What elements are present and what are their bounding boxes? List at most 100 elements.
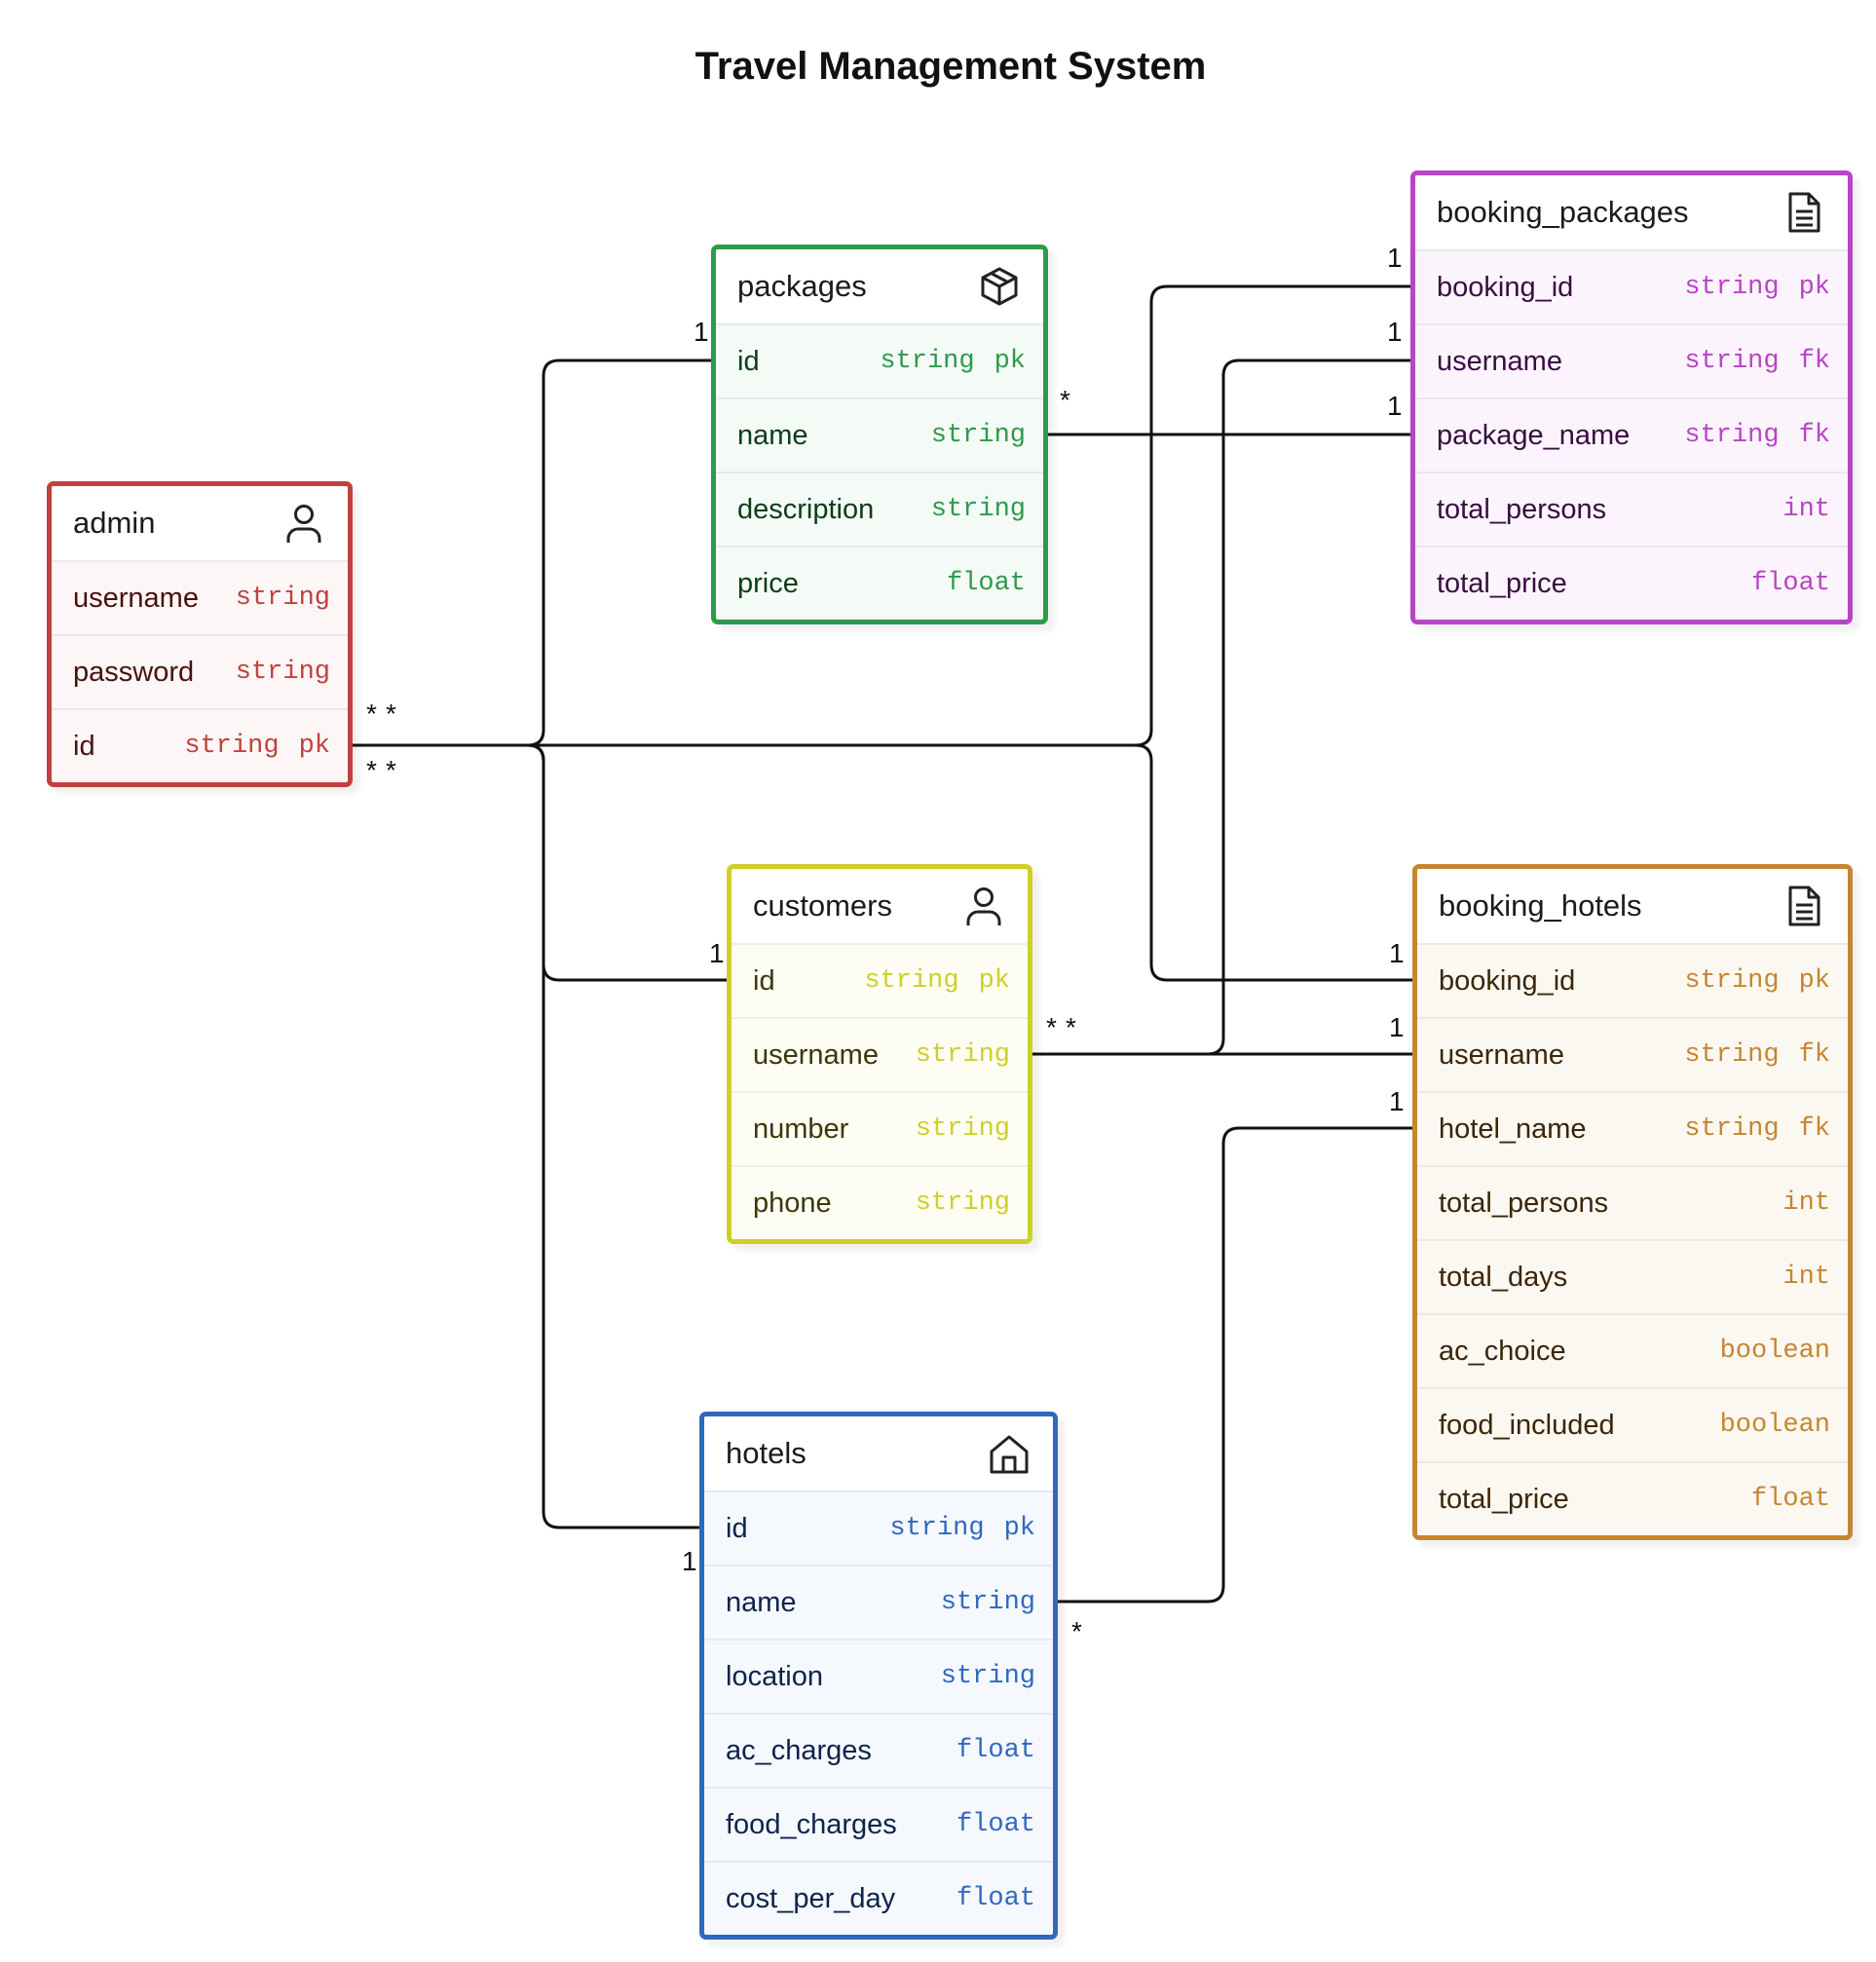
entity-name: packages <box>737 269 867 303</box>
field-type: string <box>236 584 330 613</box>
relationship-line <box>1053 1126 1417 1604</box>
field-type-label: string <box>889 1514 985 1543</box>
field-type: float <box>957 1884 1035 1913</box>
field-type: float <box>957 1810 1035 1839</box>
entity-name: booking_hotels <box>1439 888 1642 923</box>
entity-name: booking_packages <box>1437 195 1689 229</box>
field-name: cost_per_day <box>726 1882 896 1914</box>
field-type: int <box>1782 495 1830 524</box>
field-row-username[interactable]: username string <box>52 560 348 634</box>
field-name: total_price <box>1437 567 1567 599</box>
field-row-number[interactable]: number string <box>732 1091 1028 1165</box>
field-type: string <box>916 1040 1010 1070</box>
field-type-label: int <box>1782 495 1830 524</box>
field-name: username <box>753 1038 879 1071</box>
field-name: food_charges <box>726 1808 897 1840</box>
field-key-badge: fk <box>1798 347 1830 376</box>
field-row-total-price[interactable]: total_price float <box>1415 546 1848 620</box>
field-type-label: float <box>956 1810 1035 1839</box>
entity-name: admin <box>73 506 156 540</box>
field-type-label: string <box>1684 966 1780 996</box>
field-type-label: string <box>930 495 1026 524</box>
field-type-label: string <box>184 732 280 761</box>
field-key-badge: fk <box>1798 1040 1830 1070</box>
field-row-location[interactable]: location string <box>704 1639 1053 1713</box>
field-name: username <box>1439 1038 1564 1071</box>
field-type: boolean <box>1720 1337 1830 1366</box>
field-type-label: string <box>915 1114 1010 1144</box>
field-type: string <box>941 1588 1035 1617</box>
field-name: username <box>73 582 199 614</box>
field-key-badge: pk <box>298 732 330 761</box>
field-type: float <box>1751 1485 1830 1514</box>
cardinality-label: * <box>1066 1012 1076 1042</box>
field-type-label: float <box>946 569 1026 598</box>
field-name: id <box>726 1512 748 1544</box>
field-type: string <box>236 658 330 687</box>
relationship-line <box>348 743 704 1529</box>
field-type-label: float <box>1750 1485 1830 1514</box>
field-row-username[interactable]: username string <box>732 1017 1028 1091</box>
field-name: password <box>73 656 195 688</box>
field-row-ac-choice[interactable]: ac_choice boolean <box>1417 1313 1848 1387</box>
field-row-food-charges[interactable]: food_charges float <box>704 1787 1053 1861</box>
field-name: id <box>737 345 760 377</box>
field-type-label: boolean <box>1719 1337 1830 1366</box>
cardinality-label: 1 <box>1389 1012 1405 1042</box>
cardinality-label: * <box>386 755 396 785</box>
field-type: float <box>947 569 1026 598</box>
relationship-line <box>348 743 732 982</box>
field-type: int <box>1782 1263 1830 1292</box>
field-name: total_price <box>1439 1483 1569 1515</box>
field-row-cost-per-day[interactable]: cost_per_day float <box>704 1861 1053 1935</box>
field-row-password[interactable]: password string <box>52 634 348 708</box>
cardinality-label: 1 <box>1389 1086 1405 1116</box>
cardinality-label: * <box>1060 385 1070 415</box>
field-type-label: string <box>940 1662 1035 1691</box>
home-icon <box>987 1431 1032 1476</box>
field-name: ac_choice <box>1439 1335 1566 1367</box>
field-name: id <box>753 964 775 997</box>
field-name: location <box>726 1660 823 1692</box>
entity-header: admin <box>52 486 348 560</box>
field-type-label: int <box>1782 1189 1830 1218</box>
field-row-total-price[interactable]: total_price float <box>1417 1461 1848 1535</box>
field-type-label: string <box>915 1189 1010 1218</box>
field-type-label: string <box>940 1588 1035 1617</box>
field-name: number <box>753 1113 849 1145</box>
field-type-label: int <box>1782 1263 1830 1292</box>
field-type: float <box>1751 569 1830 598</box>
entity-header: hotels <box>704 1416 1053 1490</box>
